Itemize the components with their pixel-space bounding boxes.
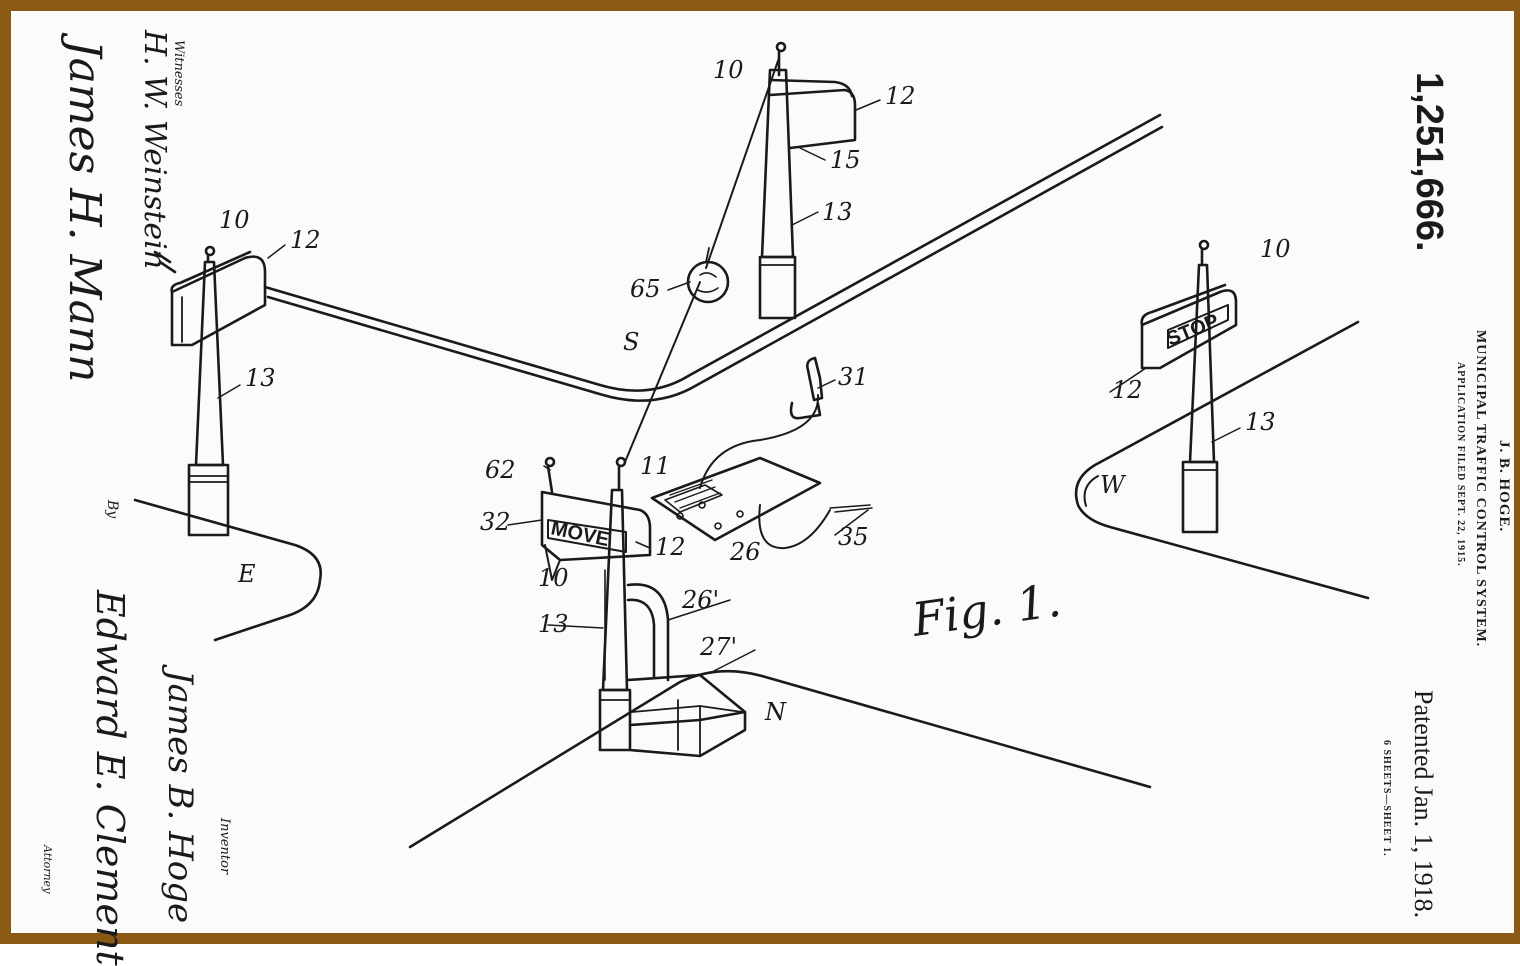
- ref-12-mid: 12: [655, 533, 686, 561]
- ref-31: 31: [838, 363, 869, 391]
- ref-10-right: 10: [1260, 235, 1291, 263]
- ref-12-left: 12: [290, 226, 321, 254]
- attorney-heading: Attorney: [41, 845, 54, 894]
- left-signal-pole: [170, 245, 267, 537]
- witnesses-heading: Witnesses: [171, 40, 186, 107]
- ref-32: 32: [480, 508, 511, 536]
- top-signal-pole: [624, 41, 857, 463]
- witness-signature-1: H. W. Weinstein: [137, 30, 172, 270]
- patent-drawing: [133, 41, 1370, 849]
- right-signal-pole: [1140, 239, 1238, 534]
- figure-caption: Fig. 1.: [908, 573, 1064, 647]
- ref-10-mid: 10: [538, 564, 569, 592]
- ref-27-prime: 27': [699, 633, 737, 661]
- patent-title: MUNICIPAL TRAFFIC CONTROL SYSTEM.: [1473, 330, 1488, 648]
- sheet-count: 6 SHEETS—SHEET 1.: [1381, 740, 1392, 857]
- drawing-frame: [0, 0, 1520, 944]
- ref-26-prime: 26': [681, 586, 719, 614]
- ref-13-left: 13: [245, 364, 276, 392]
- patent-number: 1,251,666.: [1408, 72, 1450, 252]
- witness-signature-2: James H. Mann: [59, 40, 110, 383]
- inventor-heading: Inventor: [217, 818, 232, 875]
- ref-12-top: 12: [885, 82, 916, 110]
- ref-15-top: 15: [830, 146, 861, 174]
- ref-35: 35: [838, 523, 869, 551]
- ref-13-top: 13: [822, 198, 853, 226]
- ref-13-right: 13: [1245, 408, 1276, 436]
- move-sign-text: MOVE: [549, 517, 611, 551]
- leader-lines: [217, 99, 1241, 673]
- by-label: By: [104, 500, 120, 519]
- street-e-label: E: [237, 560, 256, 588]
- curb-lines: [133, 113, 1370, 849]
- inventor-name: J. B. HOGE.: [1496, 440, 1512, 533]
- attorney-signature: Edward E. Clement: [88, 590, 132, 966]
- filing-date: APPLICATION FILED SEPT. 22, 1915.: [1455, 362, 1466, 567]
- ref-12-right: 12: [1112, 376, 1143, 404]
- ref-26: 26: [729, 538, 761, 566]
- street-w-label: W: [1100, 471, 1127, 499]
- ref-10-top: 10: [713, 56, 744, 84]
- street-n-label: N: [764, 698, 787, 726]
- stop-sign-text: STOP: [1164, 310, 1222, 351]
- patented-date: Patented Jan. 1, 1918.: [1409, 690, 1438, 919]
- drawing-labels: 10 12 13 10 12 15 13 10 12 13 65 S 31 62…: [219, 56, 1291, 726]
- ref-11: 11: [640, 452, 671, 480]
- ref-65: 65: [630, 275, 661, 303]
- ref-s: S: [623, 328, 639, 356]
- ref-10-left: 10: [219, 206, 250, 234]
- ref-13-mid: 13: [538, 610, 569, 638]
- ref-62: 62: [485, 456, 516, 484]
- inventor-signature: James B. Hoge: [160, 670, 200, 924]
